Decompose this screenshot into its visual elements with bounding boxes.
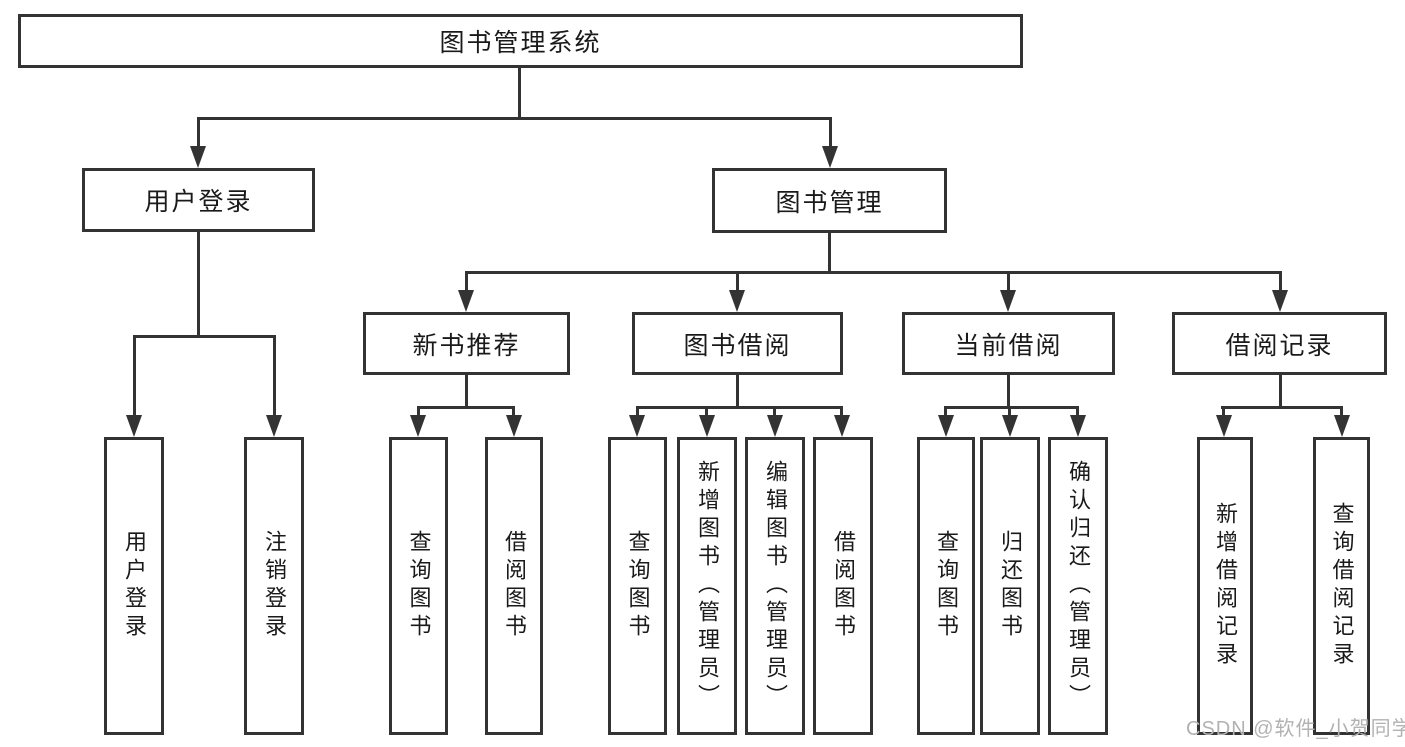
leaf-confirm-return-admin: 确认归还（管理员） bbox=[1048, 437, 1108, 735]
connector-drop-leaf bbox=[417, 406, 420, 418]
leaf-recommend-query-books-label: 查询图书 bbox=[406, 530, 432, 642]
arrow-down-icon bbox=[1334, 415, 1350, 437]
connector-drop-book-borrow bbox=[736, 271, 739, 293]
node-user-login: 用户登录 bbox=[82, 168, 315, 232]
connector-drop-leaf-logout bbox=[273, 335, 276, 419]
arrow-down-icon bbox=[1000, 290, 1016, 312]
connector-current-borrow-stem bbox=[1007, 375, 1010, 409]
connector-drop-new-book-recommend bbox=[465, 271, 468, 293]
node-book-borrow: 图书借阅 bbox=[632, 312, 843, 375]
node-root-label: 图书管理系统 bbox=[439, 29, 602, 57]
arrow-down-icon bbox=[126, 415, 142, 437]
arrow-down-icon bbox=[822, 146, 838, 168]
connector-user-login-bar bbox=[133, 335, 276, 338]
leaf-current-query-books-label: 查询图书 bbox=[934, 530, 959, 642]
connector-book-management-stem bbox=[828, 233, 831, 274]
connector-drop-borrow-records bbox=[1279, 271, 1282, 293]
node-user-login-label: 用户登录 bbox=[144, 188, 253, 216]
node-current-borrow: 当前借阅 bbox=[902, 312, 1115, 375]
connector-drop-leaf bbox=[1076, 406, 1079, 418]
leaf-user-login: 用户登录 bbox=[104, 437, 164, 735]
connector-borrow-records-stem bbox=[1279, 375, 1282, 409]
connector-drop-leaf bbox=[705, 406, 708, 418]
arrow-down-icon bbox=[938, 415, 954, 437]
node-new-book-recommend-label: 新书推荐 bbox=[412, 331, 521, 360]
leaf-logout-label: 注销登录 bbox=[262, 530, 287, 642]
arrow-down-icon bbox=[729, 290, 745, 312]
connector-new-book-recommend-stem bbox=[465, 375, 468, 409]
leaf-logout: 注销登录 bbox=[244, 437, 304, 735]
connector-borrow-records-bar bbox=[1221, 406, 1343, 409]
arrow-down-icon bbox=[266, 415, 282, 437]
leaf-edit-books-admin-label: 编辑图书（管理员） bbox=[763, 460, 788, 712]
csdn-watermark: CSDN @软件_小贺同学 bbox=[1186, 718, 1405, 740]
leaf-add-borrow-record: 新增借阅记录 bbox=[1197, 437, 1253, 735]
arrow-down-icon bbox=[458, 290, 474, 312]
leaf-borrow-query-books-label: 查询图书 bbox=[625, 530, 651, 642]
connector-book-borrow-stem bbox=[736, 375, 739, 409]
connector-drop-leaf bbox=[773, 406, 776, 418]
arrow-down-icon bbox=[1070, 415, 1086, 437]
leaf-borrow-borrow-books-label: 借阅图书 bbox=[831, 530, 856, 642]
connector-drop-current-borrow bbox=[1007, 271, 1010, 293]
node-book-management-label: 图书管理 bbox=[775, 188, 884, 217]
connector-level3-bar bbox=[465, 271, 1281, 274]
node-book-management: 图书管理 bbox=[712, 168, 947, 233]
connector-book-borrow-bar bbox=[636, 406, 843, 409]
leaf-confirm-return-admin-label: 确认归还（管理员） bbox=[1066, 460, 1091, 712]
leaf-return-books: 归还图书 bbox=[980, 437, 1040, 735]
leaf-recommend-query-books: 查询图书 bbox=[389, 437, 448, 735]
leaf-recommend-borrow-books-label: 借阅图书 bbox=[502, 530, 527, 642]
leaf-borrow-query-books: 查询图书 bbox=[608, 437, 667, 735]
node-current-borrow-label: 当前借阅 bbox=[954, 331, 1063, 360]
leaf-add-books-admin: 新增图书（管理员） bbox=[677, 437, 737, 735]
connector-drop-leaf bbox=[512, 406, 515, 418]
connector-drop-leaf bbox=[636, 406, 639, 418]
leaf-query-borrow-record: 查询借阅记录 bbox=[1313, 437, 1370, 735]
connector-drop-leaf-user-login bbox=[133, 335, 136, 419]
leaf-user-login-label: 用户登录 bbox=[122, 530, 147, 642]
leaf-recommend-borrow-books: 借阅图书 bbox=[485, 437, 543, 735]
arrow-down-icon bbox=[767, 415, 783, 437]
connector-drop-leaf bbox=[840, 406, 843, 418]
connector-root-stem bbox=[518, 68, 521, 118]
node-borrow-records-label: 借阅记录 bbox=[1225, 331, 1334, 360]
leaf-current-query-books: 查询图书 bbox=[917, 437, 975, 735]
leaf-query-borrow-record-label: 查询借阅记录 bbox=[1329, 502, 1355, 670]
arrow-down-icon bbox=[834, 415, 850, 437]
connector-drop-user-login bbox=[197, 117, 200, 150]
connector-drop-leaf bbox=[1222, 406, 1225, 418]
connector-new-book-recommend-bar bbox=[417, 406, 515, 409]
arrow-down-icon bbox=[699, 415, 715, 437]
leaf-return-books-label: 归还图书 bbox=[998, 530, 1023, 642]
connector-drop-leaf bbox=[944, 406, 947, 418]
connector-user-login-stem bbox=[197, 232, 200, 338]
connector-current-borrow-bar bbox=[944, 406, 1079, 409]
arrow-down-icon bbox=[506, 415, 522, 437]
arrow-down-icon bbox=[190, 146, 206, 168]
arrow-down-icon bbox=[1272, 290, 1288, 312]
node-book-borrow-label: 图书借阅 bbox=[683, 331, 792, 360]
node-borrow-records: 借阅记录 bbox=[1172, 312, 1387, 375]
connector-drop-leaf bbox=[1340, 406, 1343, 418]
arrow-down-icon bbox=[1002, 415, 1018, 437]
leaf-add-borrow-record-label: 新增借阅记录 bbox=[1213, 502, 1238, 670]
arrow-down-icon bbox=[1216, 415, 1232, 437]
connector-level2-bar bbox=[197, 117, 831, 120]
connector-drop-book-management bbox=[829, 117, 832, 150]
node-root-library-system: 图书管理系统 bbox=[18, 14, 1023, 68]
leaf-add-books-admin-label: 新增图书（管理员） bbox=[695, 460, 720, 712]
arrow-down-icon bbox=[410, 415, 426, 437]
node-new-book-recommend: 新书推荐 bbox=[363, 312, 570, 375]
leaf-edit-books-admin: 编辑图书（管理员） bbox=[745, 437, 805, 735]
arrow-down-icon bbox=[629, 415, 645, 437]
leaf-borrow-borrow-books: 借阅图书 bbox=[813, 437, 873, 735]
connector-drop-leaf bbox=[1008, 406, 1011, 418]
